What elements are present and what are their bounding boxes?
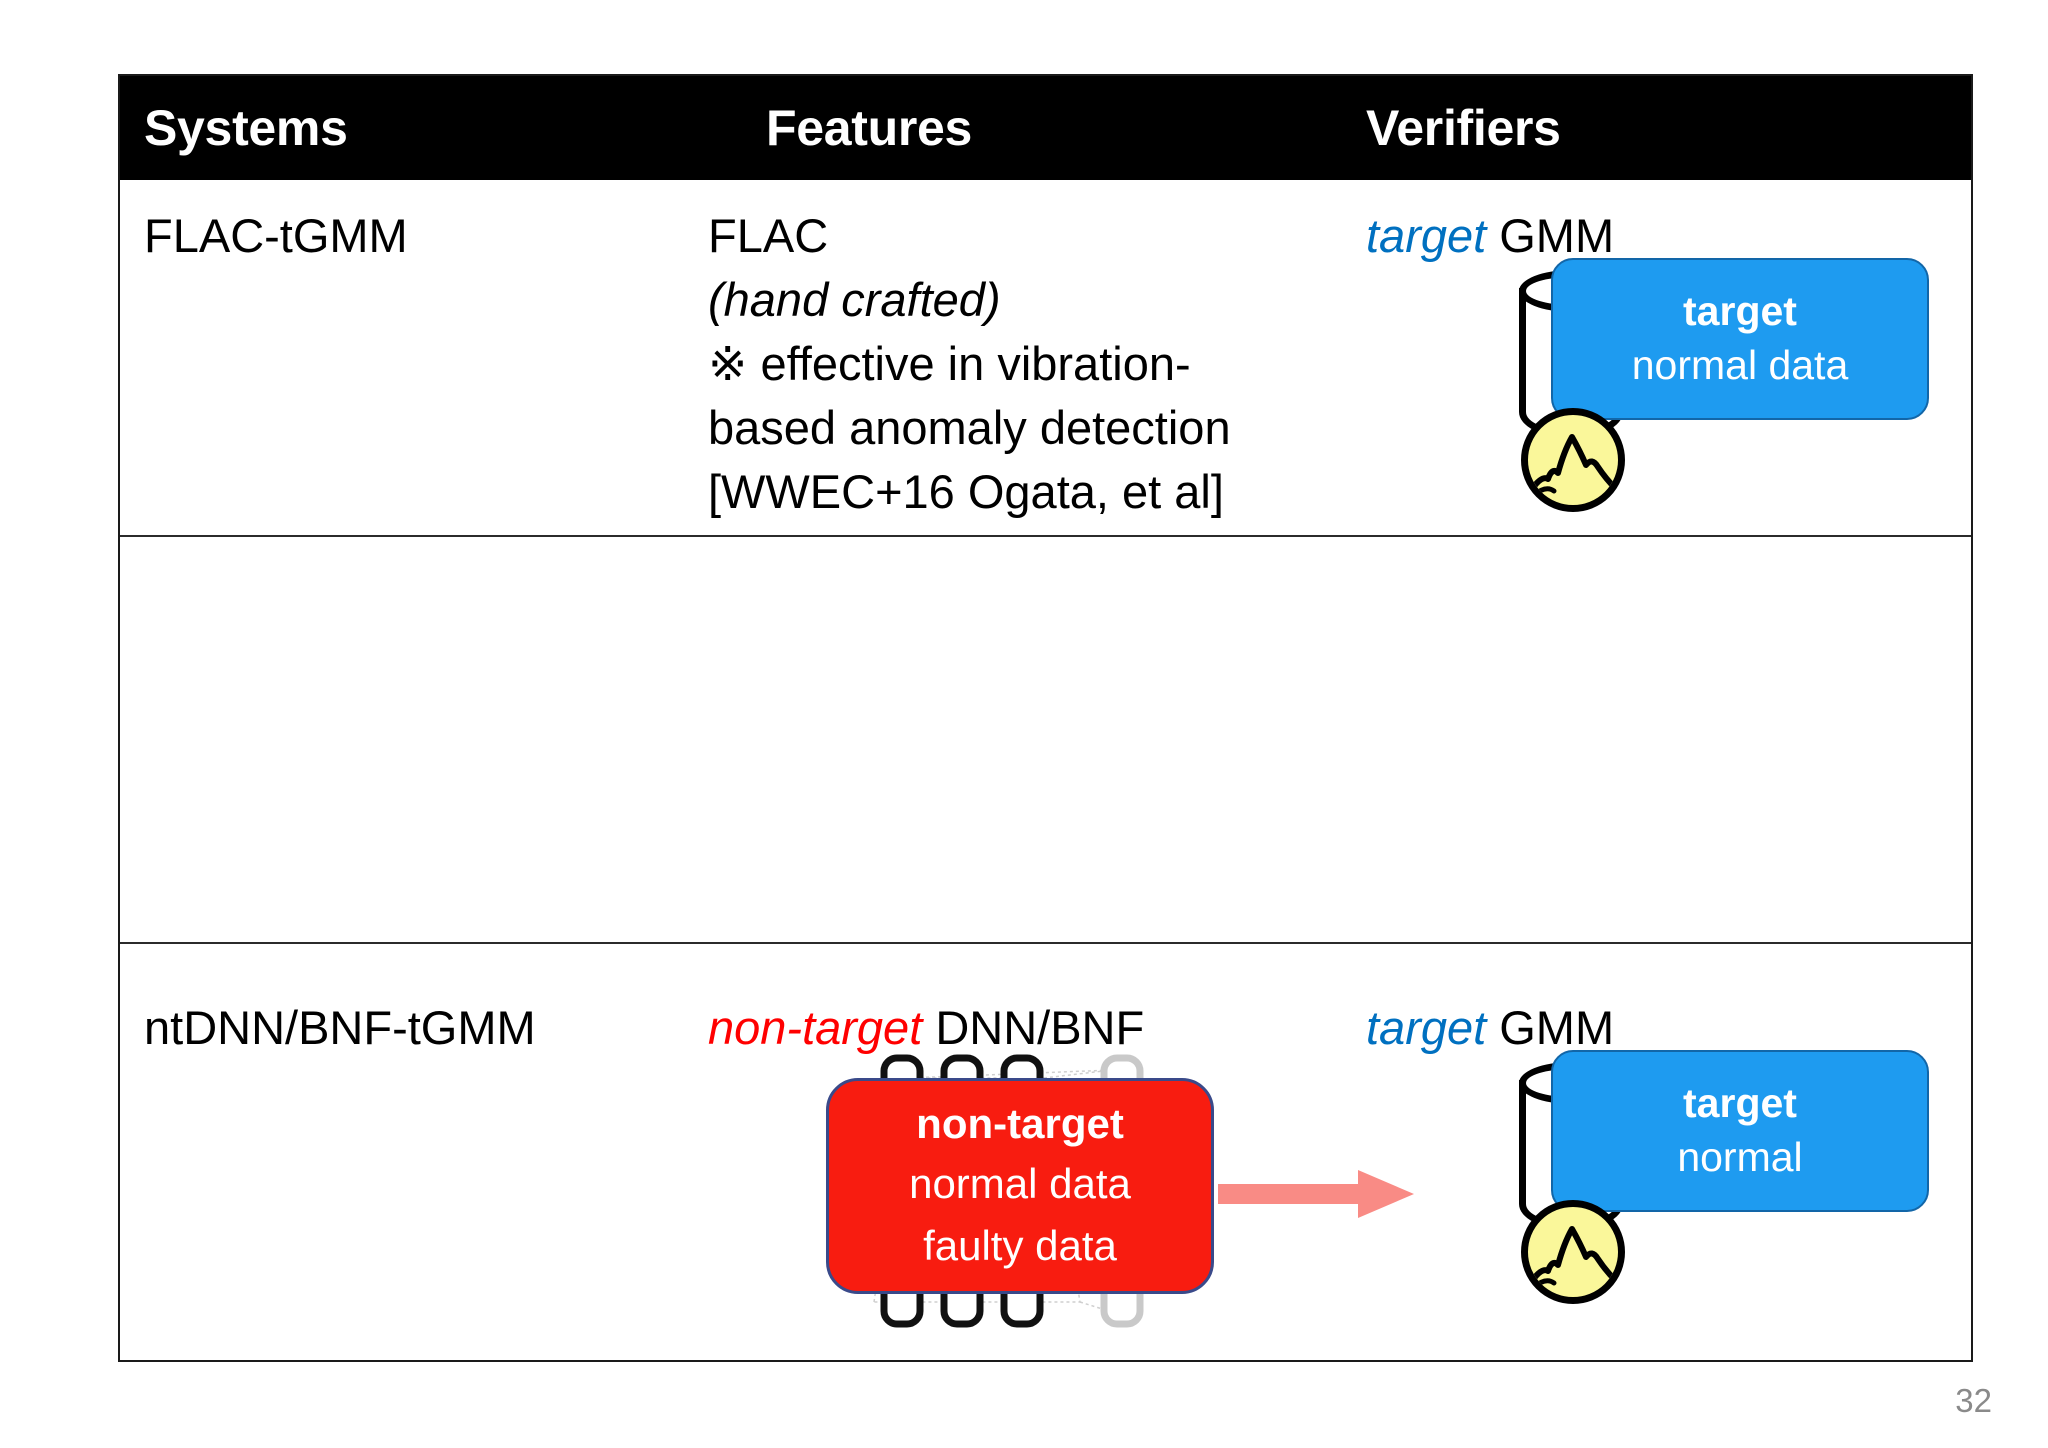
right-arrow-icon <box>1218 1170 1414 1218</box>
non-target-data-box-line-3: faulty data <box>923 1222 1117 1269</box>
non-target-data-box: non-target normal data faulty data <box>826 1078 1214 1294</box>
row-1-system-name: FLAC-tGMM <box>144 209 408 262</box>
row-3-features-rest: DNN/BNF <box>922 1001 1145 1054</box>
row-3-verifier-emphasis: target <box>1366 1001 1487 1054</box>
non-target-data-box-line-2: normal data <box>909 1160 1131 1207</box>
row-1-features-line-5: [WWEC+16 Ogata, et al] <box>708 465 1224 518</box>
row-3-system-name: ntDNN/BNF-tGMM <box>144 1001 536 1054</box>
neural-network-icon: non-target normal data faulty data <box>812 1040 1214 1340</box>
row-1-features-cell: FLAC (hand crafted) ※ effective in vibra… <box>708 204 1231 524</box>
row-1-features-line-4: based anomaly detection <box>708 401 1231 454</box>
row-3-verifier-rest: GMM <box>1486 1001 1615 1054</box>
row-1-verifier-rest: GMM <box>1486 209 1615 262</box>
table-header-row: Systems Features Verifiers <box>120 76 1971 180</box>
column-header-systems: Systems <box>144 100 348 156</box>
row-1-target-data-box-subtitle: normal data <box>1631 342 1849 388</box>
gmm-mountain-icon <box>1521 408 1625 512</box>
row-1-verifier-emphasis: target <box>1366 209 1487 262</box>
gmm-mountain-icon <box>1521 1200 1625 1304</box>
row-1-features-line-2: (hand crafted) <box>708 273 1001 326</box>
row-1-target-data-box: target normal data <box>1551 258 1929 420</box>
row-1-features-line-3: ※ effective in vibration- <box>708 337 1191 390</box>
row-1-verifier-label: target GMM <box>1366 204 1614 267</box>
non-target-data-box-title: non-target <box>916 1100 1124 1147</box>
row-1-verifier-graphic: target normal data <box>1515 258 1935 518</box>
row-3-target-data-box-title: target <box>1683 1080 1797 1126</box>
row-separator-1 <box>120 535 1971 537</box>
column-header-features: Features <box>766 100 973 156</box>
row-3-target-data-box-subtitle: normal <box>1677 1134 1803 1180</box>
row-3-verifier-label: target GMM <box>1366 996 1614 1059</box>
row-1-target-data-box-title: target <box>1683 288 1797 334</box>
row-3-target-data-box: target normal <box>1551 1050 1929 1212</box>
row-1-features-line-1: FLAC <box>708 209 829 262</box>
page-number: 32 <box>1955 1382 1992 1419</box>
row-separator-2 <box>120 942 1971 944</box>
row-3-verifier-graphic: target normal <box>1515 1050 1935 1310</box>
row-3-features-label: non-target DNN/BNF <box>708 996 1144 1059</box>
column-header-verifiers: Verifiers <box>1366 100 1561 156</box>
row-3-features-emphasis: non-target <box>708 1001 923 1054</box>
